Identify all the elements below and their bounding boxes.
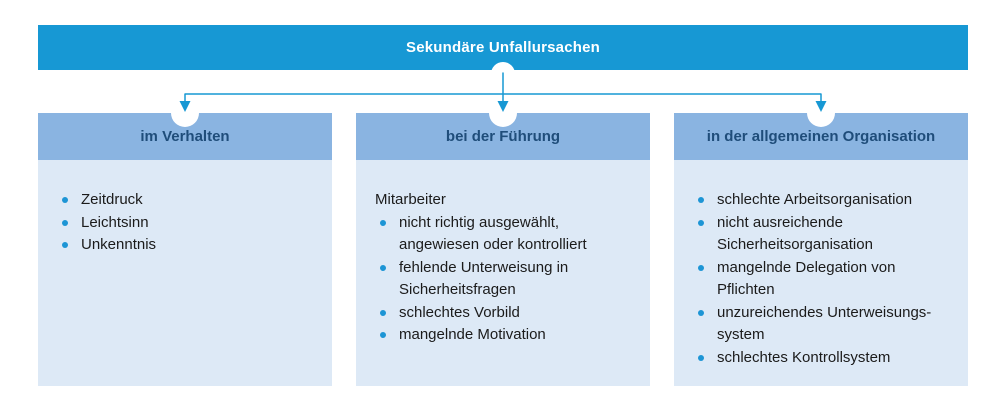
list-item-text: mangelnde Motivation: [399, 326, 546, 343]
list-item: nicht ausreichende Sicherheitsorganisati…: [698, 212, 956, 257]
list-item-text: mangelnde Delegation von Pflichten: [717, 258, 896, 299]
column-3-notch: [807, 99, 835, 127]
bullet-dot-icon: [62, 219, 68, 226]
bullet-dot-icon: [380, 332, 386, 338]
list-item-text: schlechtes Vorbild: [399, 303, 520, 321]
column-verhalten: im Verhalten Zeitdruck Leichtsinn Unkenn…: [38, 113, 332, 386]
bullet-dot-icon: [698, 354, 704, 361]
bullet-dot-icon: [698, 309, 704, 316]
list-item-text: Unkenntnis: [81, 236, 157, 253]
column-body: Mitarbeiter nicht richtig ausgewählt, an…: [356, 160, 650, 386]
column-fuehrung: bei der Führung Mitarbeiter nicht richti…: [356, 113, 650, 386]
list-item: schlechtes Vorbild: [380, 302, 638, 325]
bullet-dot-icon: [380, 219, 386, 226]
list-item-text: fehlende Unterweisung in Sicherheitsfrag…: [399, 258, 569, 299]
diagram-title: Sekundäre Unfallursachen: [405, 39, 601, 56]
list-item: schlechtes Kontrollsystem: [698, 347, 956, 370]
column-header: im Verhalten: [38, 113, 332, 160]
column-organisation: in der allgemeinen Organisation schlecht…: [674, 113, 968, 386]
bullet-dot-icon: [698, 219, 704, 226]
title-bar-notch: [491, 62, 515, 86]
list-item-text: Leichtsinn: [81, 213, 149, 231]
list-item-text: Zeitdruck: [81, 191, 143, 208]
list-item: nicht richtig ausgewählt, angewiesen ode…: [380, 212, 638, 257]
cause-list: nicht richtig ausgewählt, angewiesen ode…: [375, 212, 638, 347]
column-1-notch: [171, 99, 199, 127]
list-item: mangelnde Motivation: [380, 324, 638, 347]
bullet-dot-icon: [698, 264, 704, 271]
list-item: Zeitdruck: [62, 189, 320, 212]
list-item: unzureichendes Unterweisungs- system: [698, 302, 956, 347]
list-item-text: nicht richtig ausgewählt, angewiesen ode…: [399, 213, 587, 254]
list-item-text: unzureichendes Unterweisungs- system: [717, 303, 932, 344]
column-header-label: in der allgemeinen Organisation: [706, 128, 936, 145]
list-item-text: nicht ausreichende Sicherheitsorganisati…: [717, 213, 873, 254]
list-item: mangelnde Delegation von Pflichten: [698, 257, 956, 302]
bullet-dot-icon: [62, 197, 68, 203]
column-2-notch: [489, 99, 517, 127]
list-item: Leichtsinn: [62, 212, 320, 235]
list-intro: Mitarbeiter: [375, 191, 446, 208]
bullet-dot-icon: [380, 309, 386, 316]
bullet-dot-icon: [380, 264, 386, 271]
list-item: schlechte Arbeitsorganisation: [698, 189, 956, 212]
list-item-text: schlechte Arbeitsorganisation: [717, 191, 913, 208]
bullet-dot-icon: [62, 242, 68, 248]
bullet-dot-icon: [698, 197, 704, 203]
column-body: schlechte Arbeitsorganisation nicht ausr…: [674, 160, 968, 386]
column-header-label: im Verhalten: [140, 128, 230, 145]
list-item: fehlende Unterweisung in Sicherheitsfrag…: [380, 257, 638, 302]
list-item-text: schlechtes Kontrollsystem: [717, 348, 891, 366]
column-header-label: bei der Führung: [445, 128, 561, 145]
list-item: Unkenntnis: [62, 234, 320, 257]
column-body: Zeitdruck Leichtsinn Unkenntnis: [38, 160, 332, 386]
cause-list: schlechte Arbeitsorganisation nicht ausr…: [693, 189, 956, 369]
cause-list: Zeitdruck Leichtsinn Unkenntnis: [57, 189, 320, 257]
